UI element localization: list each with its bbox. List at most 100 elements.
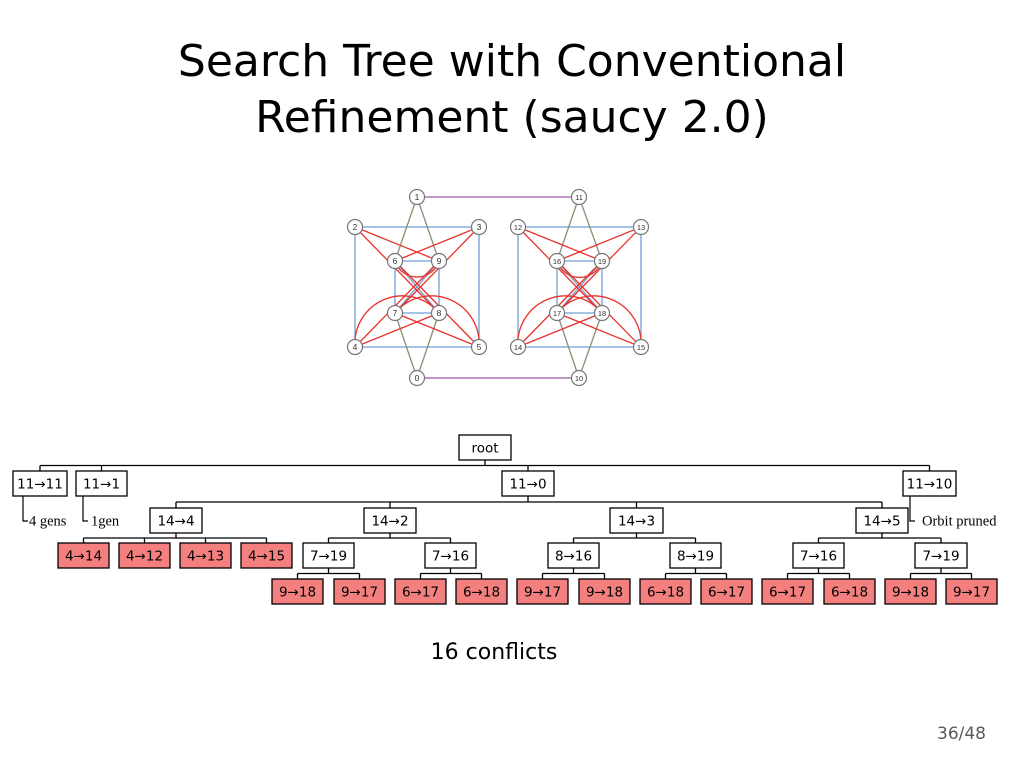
tree-node-label: root — [471, 441, 498, 457]
graph-edge — [517, 312, 603, 348]
graph-edge — [556, 226, 642, 314]
graph-vertex-circle — [548, 252, 566, 270]
tree-node-box — [149, 507, 203, 534]
graph-edge — [394, 226, 480, 262]
tree-node-box — [547, 542, 600, 569]
tree-node-box — [700, 578, 753, 605]
tree-node-conflict: 9→17 — [945, 578, 998, 605]
slide-title-line-2: Refinement (saucy 2.0) — [255, 92, 769, 143]
graph-vertex: 18 — [593, 304, 611, 322]
tree-node: 7→19 — [914, 542, 968, 569]
graph-vertex-label: 11 — [575, 193, 583, 202]
graph-edge — [517, 226, 603, 314]
graph-edge — [354, 226, 440, 262]
graph-vertex-label: 0 — [415, 373, 420, 383]
graph-vertex-label: 10 — [575, 374, 583, 383]
graph-vertex-label: 9 — [437, 256, 442, 266]
tree-connector — [327, 533, 452, 543]
graph-edge — [556, 226, 642, 262]
graph-vertex-label: 12 — [514, 223, 522, 232]
tree-node-box — [12, 470, 68, 497]
graph-edge — [578, 196, 603, 262]
tree-node-label: 4→14 — [65, 549, 102, 565]
graph-vertex-label: 17 — [553, 309, 561, 318]
graph-edge — [394, 312, 418, 379]
tree-node-box — [501, 470, 555, 497]
tree-connector — [296, 568, 361, 579]
tree-node-label: 6→18 — [831, 585, 868, 601]
graph-vertex-label: 19 — [598, 257, 606, 266]
graph-vertex: 13 — [632, 218, 650, 236]
graph-vertex-circle — [509, 218, 527, 236]
tree-node-conflict: 4→13 — [179, 542, 232, 569]
graph-vertex-circle — [570, 369, 588, 387]
tree-node-box — [424, 542, 477, 569]
tree-connector — [175, 496, 883, 508]
tree-node-conflict: 9→18 — [271, 578, 324, 605]
graph-vertex-label: 4 — [353, 342, 358, 352]
tree-node: 14→5 — [855, 507, 909, 534]
tree-node-conflict: 9→18 — [578, 578, 631, 605]
tree-node-box — [669, 542, 722, 569]
graph-vertex: 14 — [509, 338, 527, 356]
graph-edge — [556, 260, 603, 314]
tree-connector — [82, 533, 268, 543]
graph-vertex: 0 — [408, 369, 426, 387]
graph-vertex-circle — [430, 252, 448, 270]
tree-node: 7→16 — [424, 542, 477, 569]
tree-node-label: 14→4 — [157, 514, 194, 530]
graph-vertex: 6 — [386, 252, 404, 270]
tree-node-box — [394, 578, 447, 605]
tree-node-label: 7→16 — [432, 549, 469, 565]
tree-node-box — [179, 542, 232, 569]
graph-vertex: 16 — [548, 252, 566, 270]
graph-edge — [354, 226, 440, 314]
tree-node-label: 6→17 — [402, 585, 439, 601]
tree-node: root — [458, 434, 512, 461]
graph-edge — [517, 295, 603, 348]
tree-node-conflict: 4→12 — [118, 542, 171, 569]
tree-node-label: 11→11 — [17, 477, 63, 493]
tree-connector — [909, 568, 973, 579]
graph-edge — [416, 196, 440, 262]
annotation-hook — [22, 496, 28, 522]
tree-node-label: 7→19 — [922, 549, 959, 565]
graph-vertex-circle — [632, 218, 650, 236]
tree-node-box — [455, 578, 508, 605]
graph-edge — [394, 260, 440, 314]
tree-connector — [786, 568, 851, 579]
tree-node-box — [333, 578, 386, 605]
graph-edge — [354, 295, 440, 348]
tree-node-conflict: 6→17 — [394, 578, 447, 605]
tree-connector — [572, 533, 697, 543]
tree-node-conflict: 9→17 — [333, 578, 386, 605]
tree-node-label: 9→17 — [953, 585, 990, 601]
graph-vertex: 1 — [408, 188, 426, 206]
tree-node-conflict: 6→17 — [761, 578, 814, 605]
tree-node-label: 9→17 — [524, 585, 561, 601]
tree-node-conflict: 6→18 — [639, 578, 692, 605]
graph-vertex: 9 — [430, 252, 448, 270]
graph-vertex: 10 — [570, 369, 588, 387]
tree-node-box — [240, 542, 293, 569]
tree-node: 7→19 — [302, 542, 355, 569]
tree-node-box — [271, 578, 324, 605]
graph-vertex: 2 — [346, 218, 364, 236]
graph-vertex-label: 14 — [514, 343, 522, 352]
tree-node: 11→1 — [75, 470, 128, 497]
tree-node-label: 9→17 — [341, 585, 378, 601]
graph-vertex: 7 — [386, 304, 404, 322]
tree-node-label: 9→18 — [892, 585, 929, 601]
tree-node: 11→11 — [12, 470, 68, 497]
graph-edge — [416, 312, 440, 379]
graph-vertex-circle — [470, 338, 488, 356]
tree-node-label: 7→16 — [800, 549, 837, 565]
graph-edge — [394, 295, 480, 348]
tree-connector — [541, 568, 606, 579]
tree-node-box — [823, 578, 876, 605]
tree-edges — [22, 460, 973, 579]
tree-node-label: 4→15 — [248, 549, 285, 565]
graph-vertex: 8 — [430, 304, 448, 322]
tree-node-box — [914, 542, 968, 569]
